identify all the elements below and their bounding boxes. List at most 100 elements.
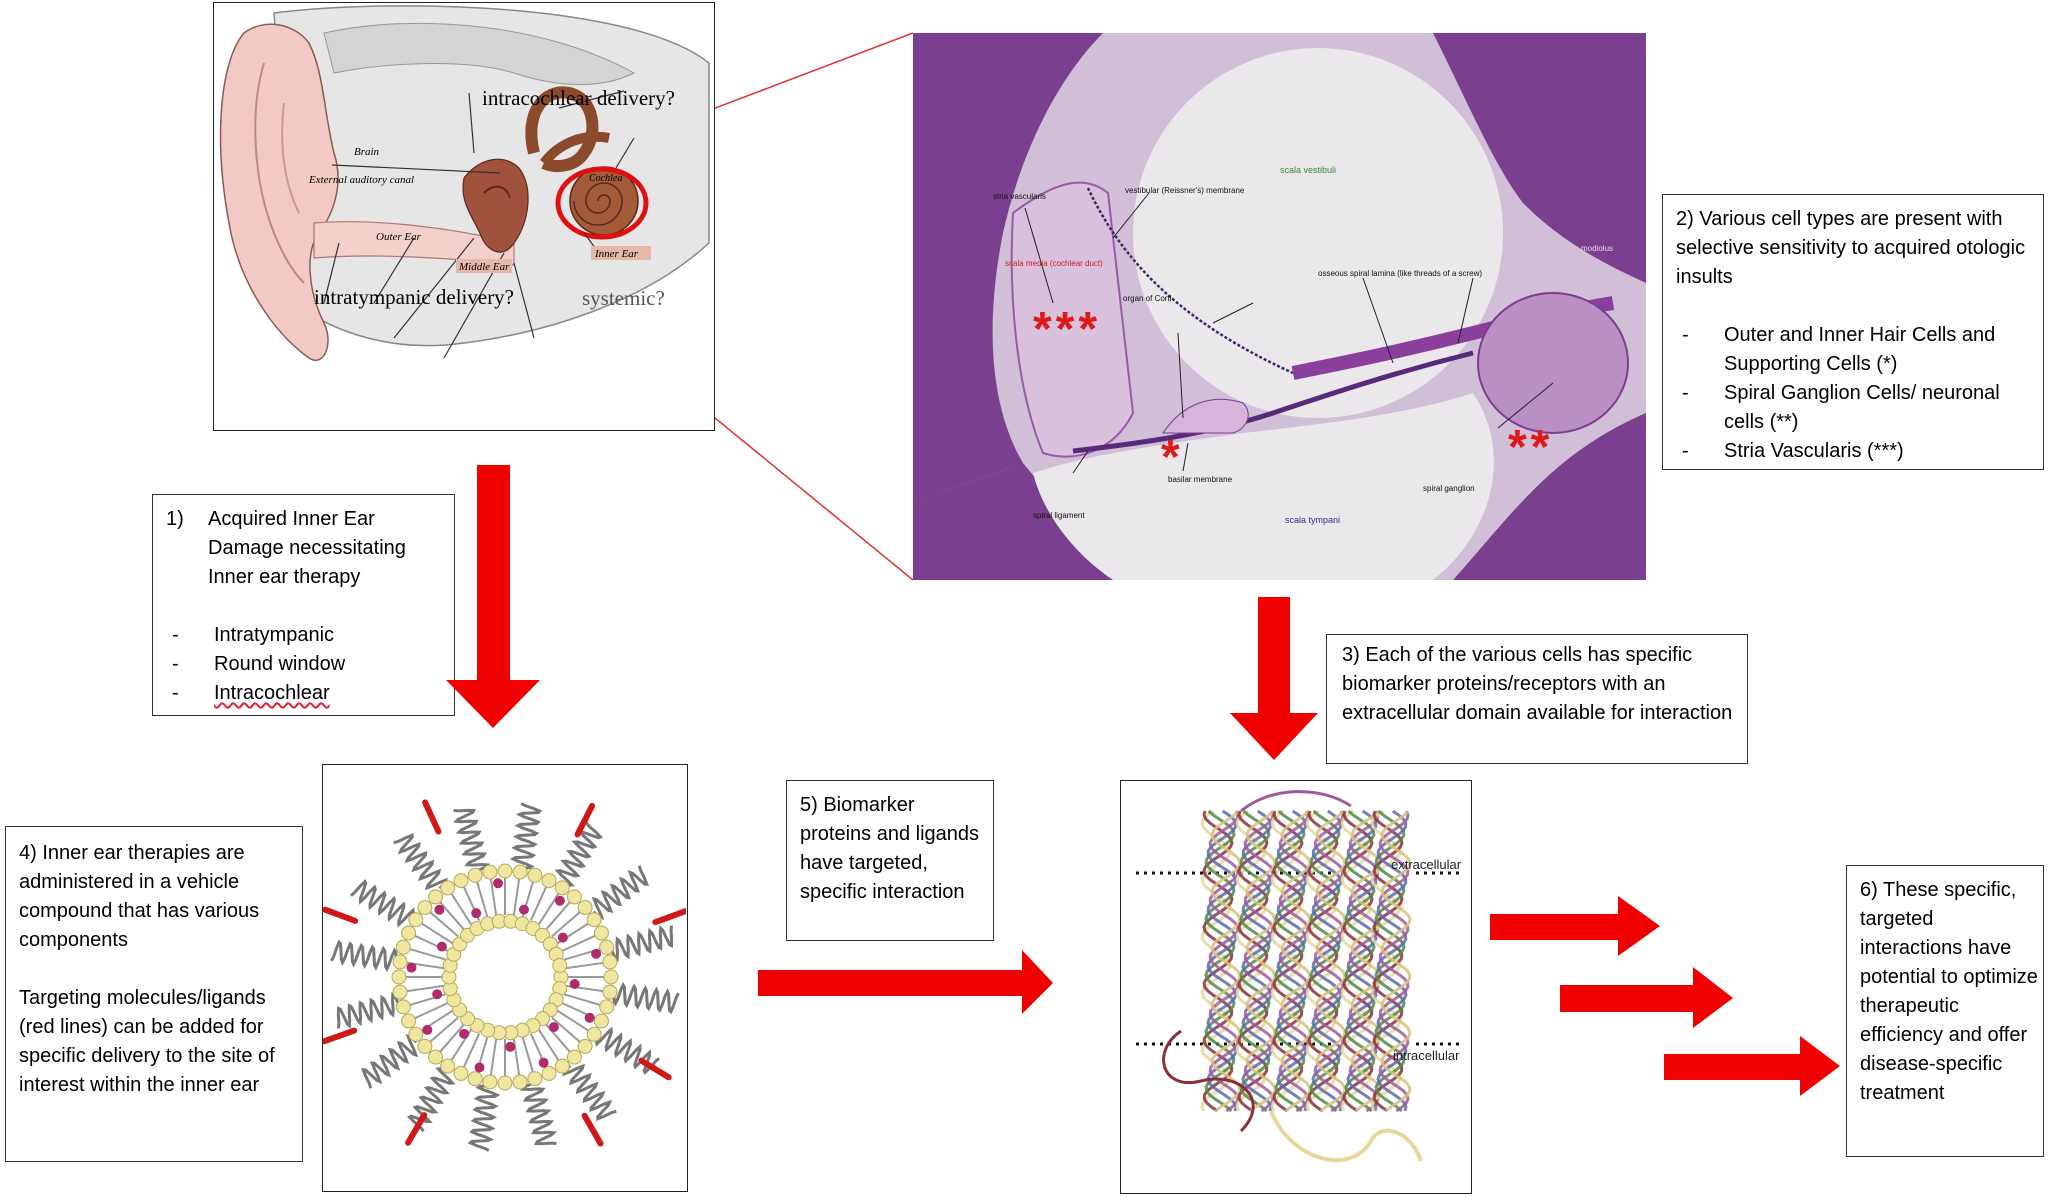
embedded-molecule	[538, 1057, 549, 1068]
protein-helix	[1309, 809, 1341, 1113]
outer-lipid-head	[392, 984, 408, 1000]
protein-helix	[1380, 809, 1412, 1113]
liposome-illustration	[321, 799, 689, 1152]
targeting-ligand	[638, 1057, 672, 1081]
outer-lipid-head	[417, 1038, 433, 1054]
outer-lipid-head	[599, 999, 615, 1015]
lipid-tail	[462, 1032, 481, 1069]
ear-label-systemic: systemic?	[582, 286, 665, 310]
histology-image: scala vestibuli stria vascularis vestibu…	[913, 33, 1646, 580]
box-1-line-2: Damage necessitating	[208, 537, 406, 559]
box-6-text: 6) These specific, targeted interactions…	[1860, 879, 2038, 1104]
embedded-molecule	[436, 941, 447, 952]
lipid-tail	[438, 900, 466, 931]
box-2-cell-types: 2) Various cell types are present with s…	[1662, 194, 2044, 470]
box-1-route-item: Intratympanic	[166, 621, 446, 650]
ear-anatomy-illustration: Brain intracochlear delivery? External a…	[219, 5, 710, 361]
protein-helix	[1278, 810, 1310, 1113]
outer-lipid-head	[453, 1065, 469, 1081]
peg-chain	[393, 832, 448, 891]
cochlea-histology-figure: scala vestibuli stria vascularis vestibu…	[913, 33, 1646, 580]
lipid-tail	[438, 1023, 466, 1054]
peg-chain	[612, 981, 680, 1015]
peg-chain	[336, 992, 400, 1030]
ear-label-intratympanic: intratympanic delivery?	[314, 285, 514, 309]
hist-label-scala-vestibuli: scala vestibuli	[1280, 165, 1336, 175]
lipid-tail	[428, 910, 459, 938]
outer-lipid-head	[453, 873, 469, 889]
peg-chain	[467, 1084, 501, 1152]
protein-helix	[1350, 809, 1382, 1113]
hist-label-basilar-membrane: basilar membrane	[1168, 475, 1233, 484]
outer-lipid-head	[566, 889, 582, 905]
protein-helix	[1274, 809, 1306, 1113]
hist-label-modiolus: modiolus	[1581, 244, 1613, 253]
embedded-molecule	[493, 878, 504, 889]
embedded-molecule	[471, 908, 482, 919]
lipid-tail	[512, 877, 521, 916]
lipid-tail	[475, 880, 489, 918]
lipid-tail	[489, 877, 498, 916]
lipid-tail	[551, 910, 582, 938]
embedded-molecule	[584, 1012, 595, 1023]
box-1-acquired-damage: 1) Acquired Inner Ear Damage necessitati…	[152, 494, 455, 716]
ear-label-inner-ear: Inner Ear	[594, 248, 639, 260]
outer-lipid-head	[401, 1013, 417, 1029]
outer-lipid-head	[497, 1075, 513, 1091]
peg-chain	[360, 1034, 419, 1089]
protein-helix	[1374, 809, 1406, 1113]
outer-lipid-head	[541, 1065, 557, 1081]
box-2-cell-item: Stria Vascularis (***)	[1676, 437, 2036, 466]
outer-lipid-head	[440, 880, 456, 896]
hist-label-spiral-ganglion: spiral ganglion	[1423, 484, 1475, 493]
outer-lipid-head	[593, 925, 609, 941]
peg-chain	[349, 878, 416, 928]
hist-label-scala-tympani: scala tympani	[1285, 515, 1340, 525]
marker-stria-asterisks: ***	[1033, 303, 1101, 356]
lipid-tail	[529, 885, 548, 922]
outer-lipid-head	[467, 867, 483, 883]
targeting-ligand	[422, 799, 442, 835]
outer-lipid-head	[554, 1058, 570, 1074]
protein-helix	[1280, 809, 1312, 1113]
peg-chain	[509, 802, 543, 870]
box-1-line-1: Acquired Inner Ear	[208, 508, 375, 530]
outer-lipid-head	[602, 954, 618, 970]
protein-helix	[1344, 809, 1376, 1113]
outer-lipid-head	[541, 873, 557, 889]
protein-illustration: extracellular intracellular	[1136, 790, 1462, 1163]
embedded-molecule	[422, 1024, 433, 1035]
protein-loop	[1162, 1029, 1255, 1133]
box-2-intro: 2) Various cell types are present with s…	[1676, 208, 2026, 288]
outer-lipid-head	[395, 939, 411, 955]
box-3-biomarker-proteins: 3) Each of the various cells has specifi…	[1326, 634, 1748, 764]
outer-lipid-head	[593, 1013, 609, 1029]
peg-chain	[610, 924, 674, 962]
protein-helix	[1204, 809, 1236, 1113]
protein-helix	[1378, 810, 1410, 1113]
box-6-outcome: 6) These specific, targeted interactions…	[1846, 865, 2044, 1157]
hist-label-organ-of-corti: organ of Corti	[1123, 294, 1172, 303]
box-2-cell-item: Spiral Ganglion Cells/ neuronal cells (*…	[1676, 379, 2036, 437]
outer-lipid-head	[586, 912, 602, 928]
protein-loop	[1240, 790, 1352, 813]
peg-chain	[520, 1082, 558, 1146]
outer-lipid-head	[428, 889, 444, 905]
lipid-tail	[489, 1038, 498, 1077]
peg-chain	[330, 939, 398, 973]
outer-lipid-head	[428, 1049, 444, 1065]
peg-chain	[594, 1026, 661, 1076]
targeting-ligand	[574, 802, 596, 838]
outer-lipid-head	[408, 1026, 424, 1042]
embedded-molecule	[434, 904, 445, 915]
embedded-molecule	[554, 895, 565, 906]
ear-anatomy-figure: Brain intracochlear delivery? External a…	[213, 2, 715, 431]
outer-lipid-head	[512, 864, 528, 880]
outer-lipid-head	[497, 863, 513, 879]
outer-lipid-head	[603, 969, 619, 985]
outer-lipid-head	[602, 984, 618, 1000]
box-1-line-3: Inner ear therapy	[208, 566, 361, 588]
targeting-ligand	[652, 908, 689, 926]
hist-label-osseous-lamina: osseous spiral lamina (like threads of a…	[1318, 269, 1482, 278]
protein-label-intracellular: intracellular	[1393, 1048, 1460, 1063]
